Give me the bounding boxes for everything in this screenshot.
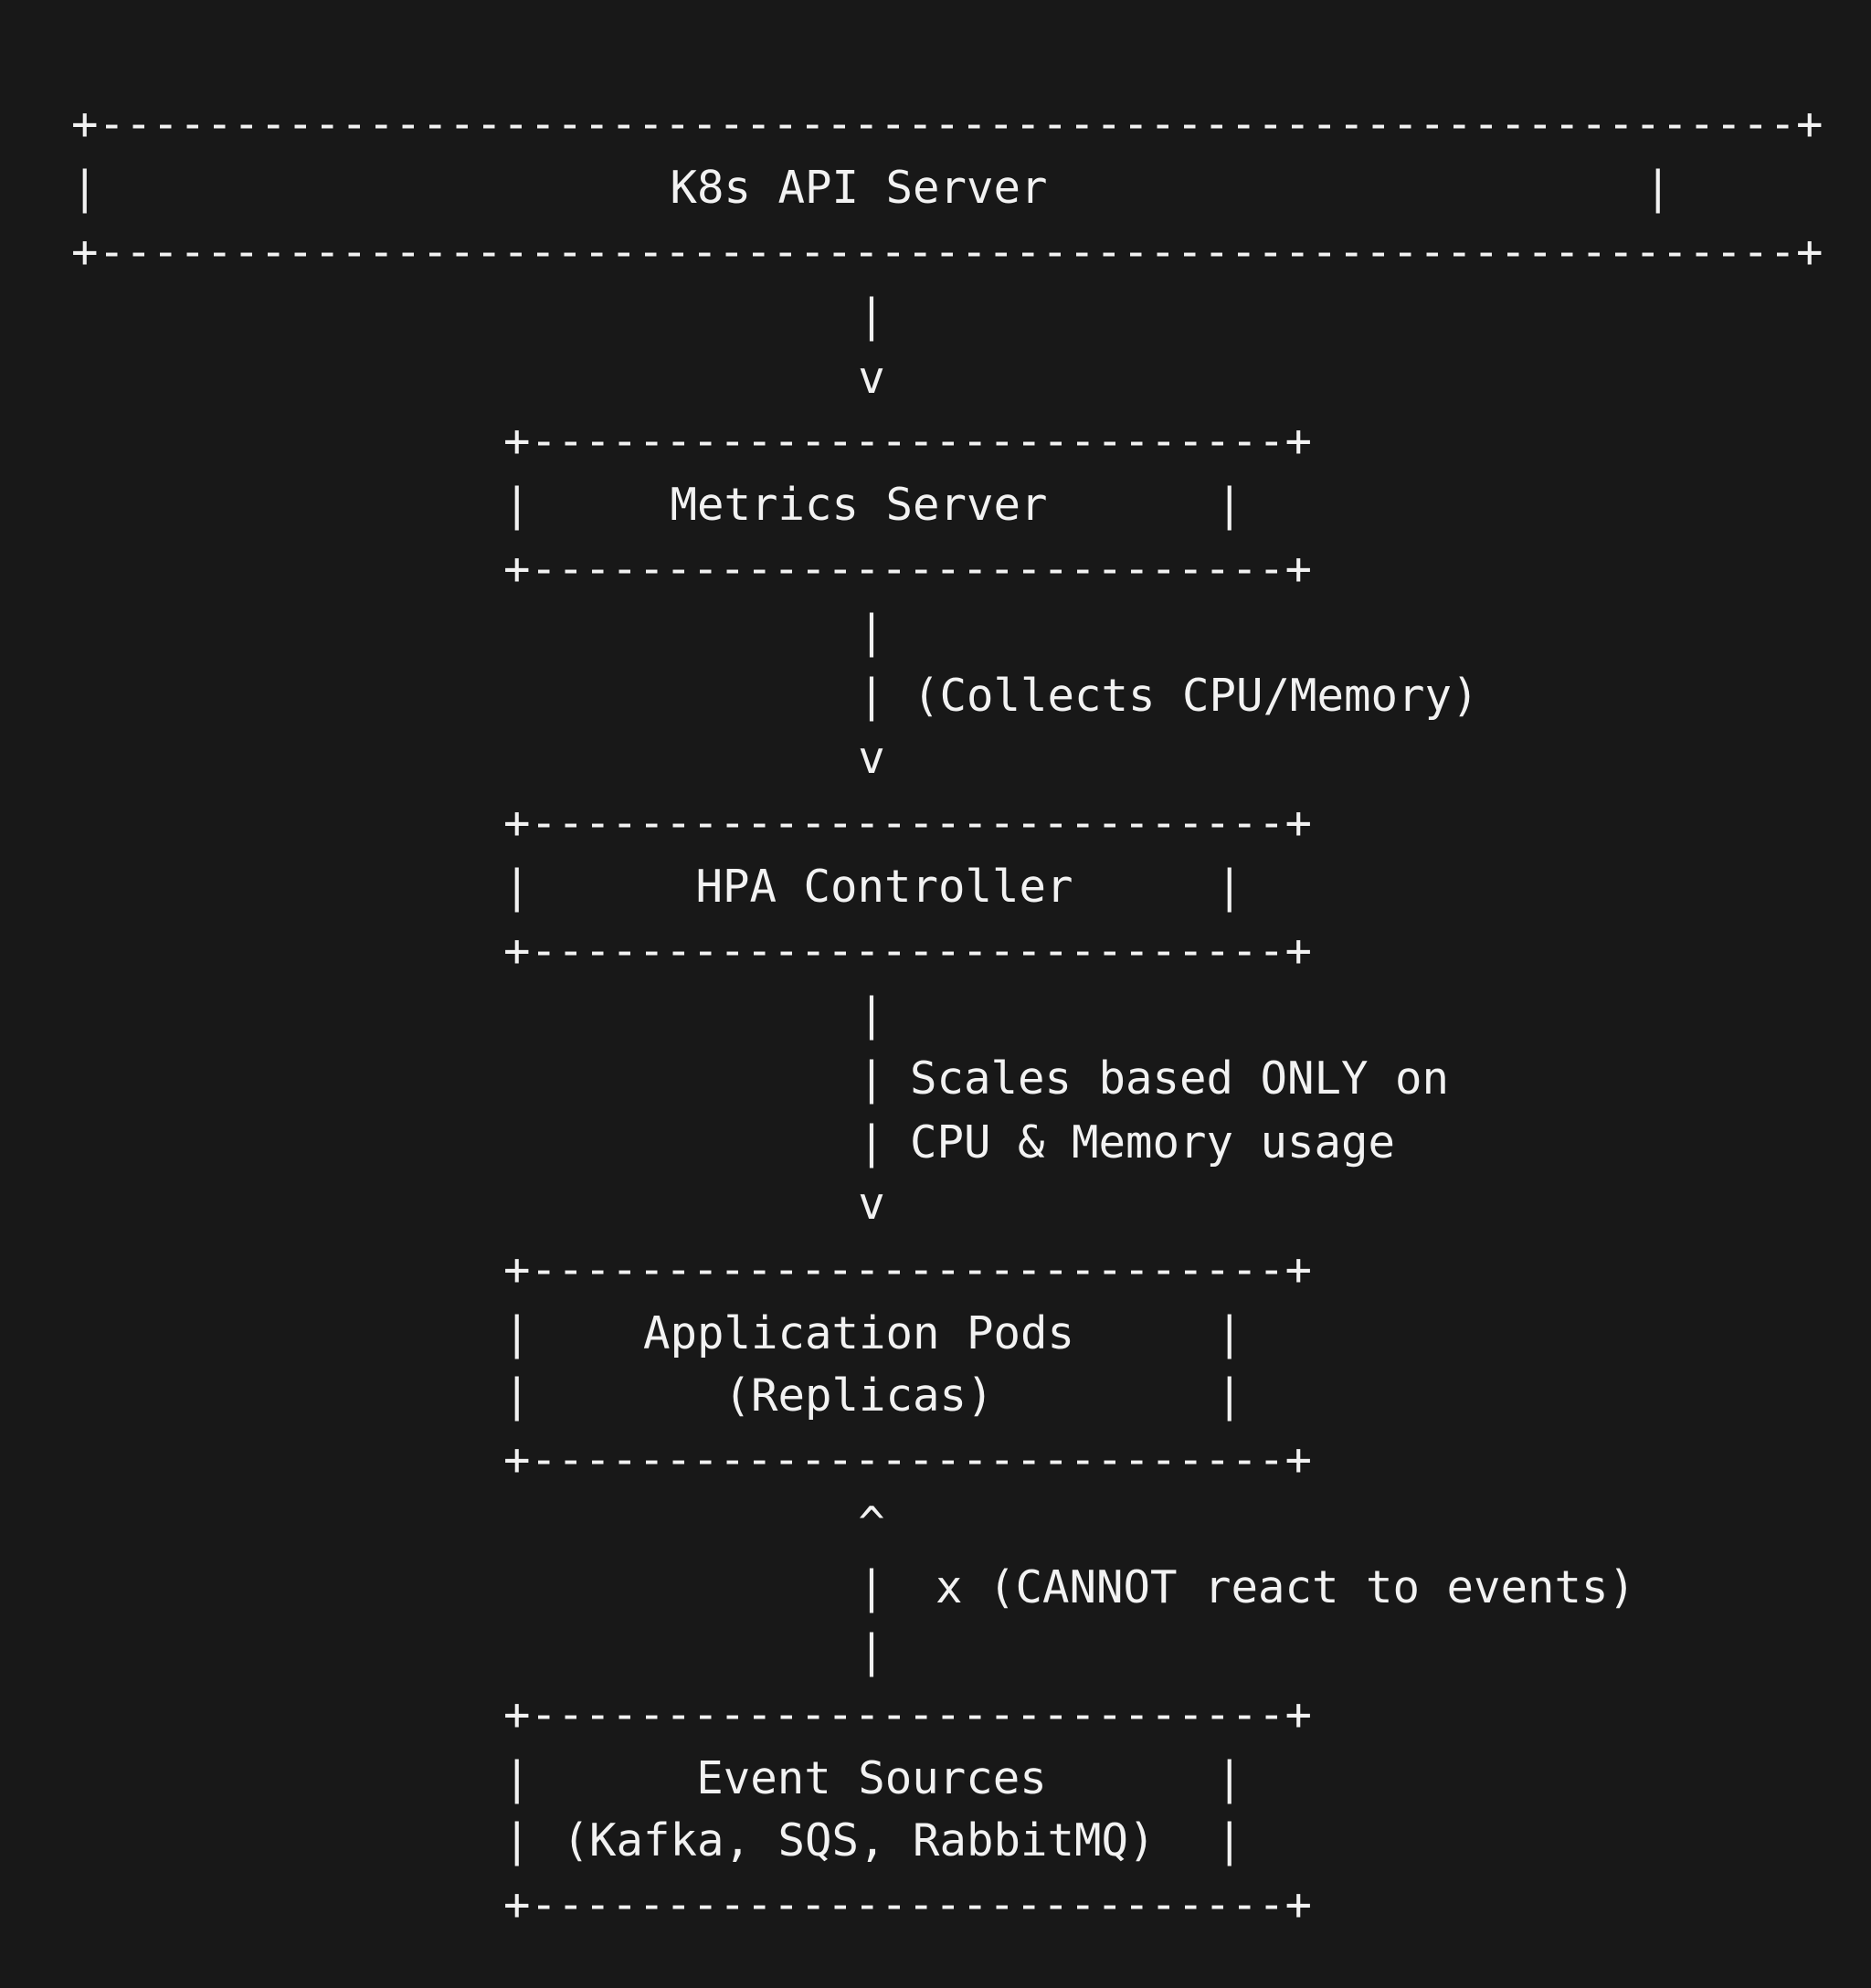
box-border-top: +----------------------------+ bbox=[503, 797, 1312, 849]
node-metrics-server: +----------------------------+ | Metrics… bbox=[503, 415, 1312, 595]
box-border-bottom: +----------------------------+ bbox=[503, 543, 1312, 595]
box-border-top: +---------------------------------------… bbox=[71, 98, 1823, 150]
arrow-down-icon: v bbox=[858, 352, 885, 404]
edge-label: (Collects CPU/Memory) bbox=[913, 670, 1479, 722]
edge-line: | bbox=[858, 606, 885, 658]
box-border-right: | bbox=[1216, 1814, 1243, 1866]
box-border-left: | bbox=[71, 162, 99, 214]
box-border-left: | bbox=[503, 1752, 531, 1804]
box-border-bottom: +----------------------------+ bbox=[503, 1878, 1312, 1930]
edge-line: | bbox=[858, 1561, 885, 1613]
box-border-left: | bbox=[503, 861, 531, 913]
edge-events-to-pods: ^ | x (CANNOT react to events) | bbox=[858, 1497, 1635, 1677]
box-border-right: | bbox=[1216, 479, 1243, 531]
box-border-bottom: +---------------------------------------… bbox=[71, 226, 1823, 278]
node-k8s-api-server: +---------------------------------------… bbox=[71, 98, 1823, 278]
edge-line: | bbox=[858, 989, 885, 1041]
edge-api-to-metrics: | v bbox=[858, 290, 885, 404]
arrow-down-icon: v bbox=[858, 732, 885, 784]
node-label: Application Pods bbox=[643, 1307, 1074, 1359]
edge-line: | bbox=[858, 1116, 885, 1168]
box-border-right: | bbox=[1644, 162, 1672, 214]
edge-line: | bbox=[858, 290, 885, 342]
box-border-bottom: +----------------------------+ bbox=[503, 1433, 1312, 1486]
box-border-top: +----------------------------+ bbox=[503, 1243, 1312, 1295]
blocked-x-icon: x bbox=[936, 1561, 963, 1613]
box-border-right: | bbox=[1216, 1307, 1243, 1359]
box-border-left: | bbox=[503, 479, 531, 531]
node-event-sources: +----------------------------+ | Event S… bbox=[503, 1688, 1312, 1930]
box-border-left: | bbox=[503, 1369, 531, 1422]
box-border-right: | bbox=[1216, 1752, 1243, 1804]
edge-label: (CANNOT react to events) bbox=[988, 1561, 1635, 1613]
arrow-up-icon: ^ bbox=[858, 1497, 885, 1549]
edge-hpa-to-pods: | | Scales based ONLY on | CPU & Memory … bbox=[858, 989, 1449, 1230]
node-application-pods: +----------------------------+ | Applica… bbox=[503, 1243, 1312, 1486]
node-sublabel: (Replicas) bbox=[724, 1369, 993, 1422]
arrow-down-icon: v bbox=[858, 1178, 885, 1230]
box-border-top: +----------------------------+ bbox=[503, 1688, 1312, 1740]
box-border-left: | bbox=[503, 1814, 531, 1866]
node-hpa-controller: +----------------------------+ | HPA Con… bbox=[503, 797, 1312, 977]
node-label: K8s API Server bbox=[670, 162, 1047, 214]
edge-label-line-1: Scales based ONLY on bbox=[910, 1052, 1449, 1105]
box-border-left: | bbox=[503, 1307, 531, 1359]
node-label: HPA Controller bbox=[695, 861, 1073, 913]
node-sublabel: (Kafka, SQS, RabbitMQ) bbox=[562, 1814, 1155, 1866]
edge-label-line-2: CPU & Memory usage bbox=[910, 1116, 1395, 1168]
box-border-right: | bbox=[1216, 1369, 1243, 1422]
node-label: Metrics Server bbox=[670, 479, 1047, 531]
box-border-top: +----------------------------+ bbox=[503, 415, 1312, 467]
box-border-right: | bbox=[1216, 861, 1243, 913]
edge-line: | bbox=[858, 670, 885, 722]
node-label: Event Sources bbox=[696, 1752, 1047, 1804]
edge-metrics-to-hpa: | | (Collects CPU/Memory) v bbox=[858, 606, 1478, 784]
edge-line: | bbox=[858, 1625, 885, 1677]
box-border-bottom: +----------------------------+ bbox=[503, 925, 1312, 977]
edge-line: | bbox=[858, 1052, 885, 1105]
